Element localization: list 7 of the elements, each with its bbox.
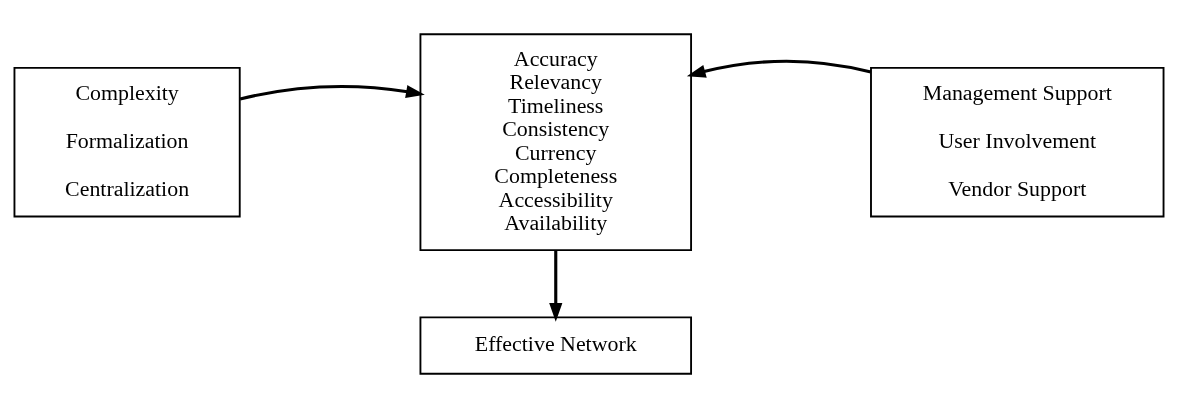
node-box: Effective Network xyxy=(419,316,693,375)
arrow xyxy=(239,84,425,100)
arrow xyxy=(549,249,563,322)
node-box: Accuracy Relevancy Timeliness Consistency Currency Completeness Accessibility Availability xyxy=(419,32,693,251)
arrow xyxy=(686,59,872,78)
node-box: Complexity Formalization Centralization xyxy=(13,66,241,217)
node-box: Management Support User Involvement Vendor Support xyxy=(870,66,1165,217)
